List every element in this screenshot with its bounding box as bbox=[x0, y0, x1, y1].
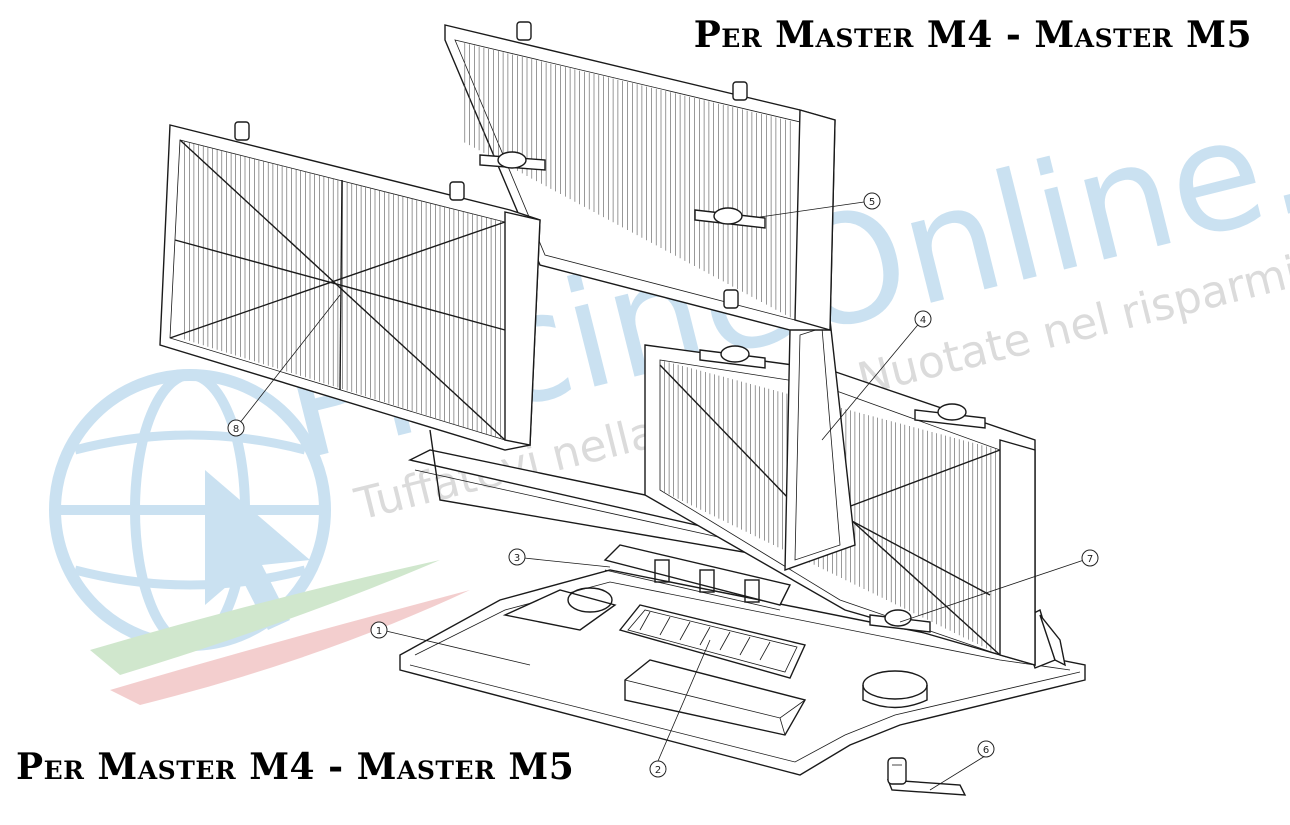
callout-5: 5 bbox=[863, 192, 881, 210]
svg-text:8: 8 bbox=[233, 424, 239, 435]
callout-1: 1 bbox=[370, 621, 388, 639]
base-tray bbox=[399, 569, 1086, 776]
callout-6: 6 bbox=[977, 740, 995, 758]
clip-icon bbox=[479, 151, 546, 171]
latch-part bbox=[886, 757, 967, 796]
title-bottom: Per Master M4 - Master M5 bbox=[16, 746, 575, 788]
callout-8: 8 bbox=[227, 419, 245, 437]
callouts: 1 2 3 4 5 6 7 bbox=[227, 192, 1099, 778]
callout-7: 7 bbox=[1081, 549, 1099, 567]
watermark-swoosh-green bbox=[90, 560, 440, 675]
callout-2: 2 bbox=[649, 760, 667, 778]
callout-4: 4 bbox=[914, 310, 932, 328]
title-top: Per Master M4 - Master M5 bbox=[693, 14, 1252, 56]
svg-text:6: 6 bbox=[983, 745, 989, 756]
callout-3: 3 bbox=[508, 548, 526, 566]
watermark-swoosh-red bbox=[110, 590, 470, 705]
clip-icon bbox=[694, 207, 766, 229]
svg-text:4: 4 bbox=[920, 315, 926, 326]
svg-text:7: 7 bbox=[1087, 554, 1093, 565]
watermark-cursor-icon bbox=[205, 470, 310, 630]
clip-icon bbox=[914, 403, 986, 429]
clip-icon bbox=[699, 345, 766, 369]
clip-strip bbox=[603, 544, 792, 611]
filter-clips bbox=[479, 151, 986, 633]
leader-lines bbox=[238, 201, 1085, 791]
clip-icon bbox=[869, 609, 931, 633]
filter-panel-top bbox=[444, 21, 836, 331]
svg-text:5: 5 bbox=[869, 197, 875, 208]
filter-panel-left bbox=[159, 121, 541, 451]
svg-text:1: 1 bbox=[376, 626, 382, 637]
svg-text:2: 2 bbox=[655, 765, 661, 776]
svg-text:3: 3 bbox=[514, 553, 520, 564]
